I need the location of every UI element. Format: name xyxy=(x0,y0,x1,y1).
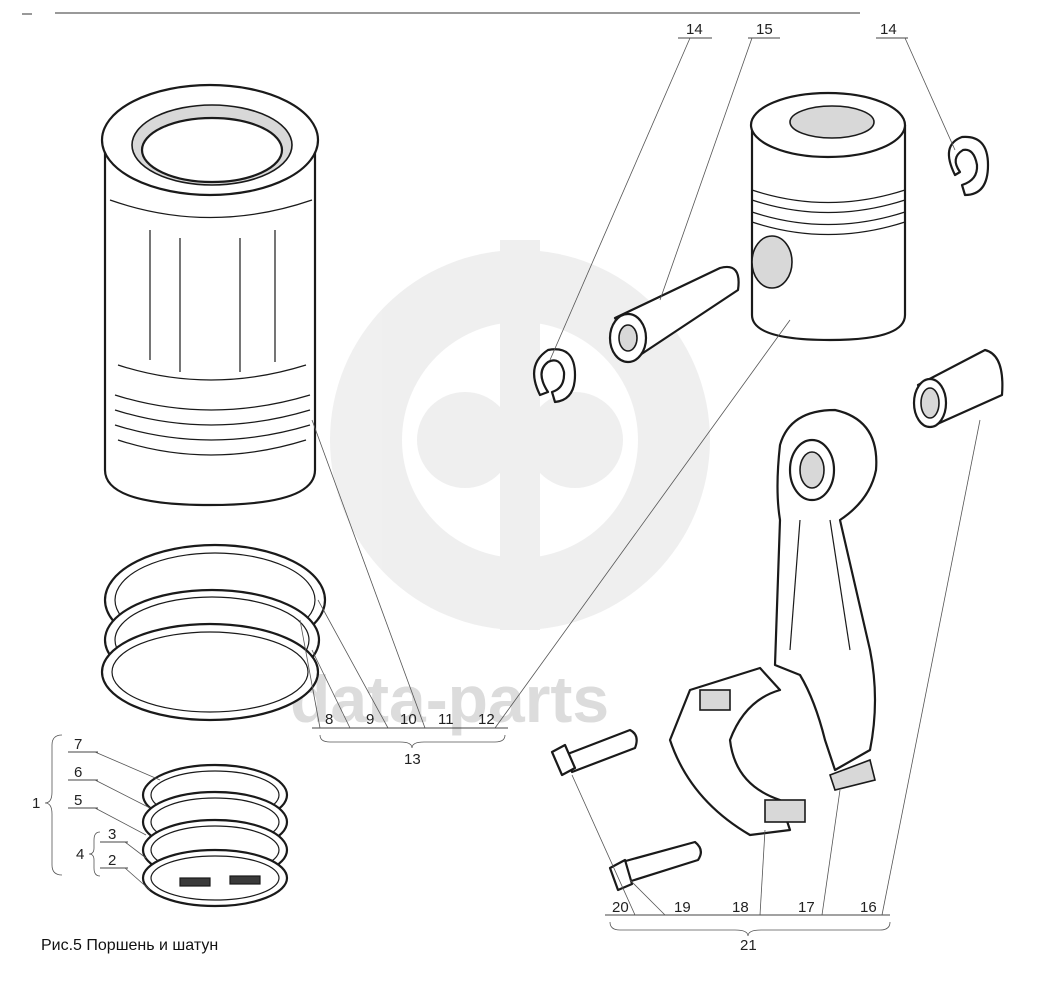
callout-15: 15 xyxy=(756,21,773,38)
callout-11: 11 xyxy=(438,711,454,728)
callout-3: 3 xyxy=(108,826,116,843)
figure-caption: Рис.5 Поршень и шатун xyxy=(41,937,219,954)
cylinder-liner xyxy=(100,83,320,507)
callout-19: 19 xyxy=(674,899,691,916)
piston xyxy=(749,91,907,342)
watermark-logo xyxy=(330,240,710,630)
callout-1: 1 xyxy=(32,795,40,812)
callout-4: 4 xyxy=(76,846,84,863)
circlip-left xyxy=(532,348,577,404)
watermark-text: data-parts xyxy=(290,662,609,736)
callout-8: 8 xyxy=(325,711,333,728)
callout-16: 16 xyxy=(860,899,877,916)
callout-17: 17 xyxy=(798,899,815,916)
bushing xyxy=(912,348,1004,429)
circlip-right xyxy=(947,135,990,197)
callout-14-right: 14 xyxy=(880,21,897,38)
callout-10: 10 xyxy=(400,711,417,728)
connecting-rod xyxy=(668,408,878,837)
callout-9: 9 xyxy=(366,711,374,728)
bolt-19 xyxy=(608,840,702,892)
bolt-20 xyxy=(550,728,638,777)
callout-13: 13 xyxy=(404,751,421,768)
callout-labels: 14 15 14 8 9 10 11 12 13 7 6 5 3 2 1 4 2… xyxy=(32,21,897,954)
callout-7: 7 xyxy=(74,736,82,753)
piston-pin xyxy=(608,265,740,364)
callout-21: 21 xyxy=(740,937,757,954)
liner-seal-rings xyxy=(100,543,327,722)
callout-14-left: 14 xyxy=(686,21,703,38)
callout-18: 18 xyxy=(732,899,749,916)
callout-20: 20 xyxy=(612,899,629,916)
callout-12: 12 xyxy=(478,711,495,728)
piston-rings xyxy=(141,763,289,908)
leader-lines xyxy=(44,37,981,937)
callout-5: 5 xyxy=(74,792,82,809)
callout-6: 6 xyxy=(74,764,82,781)
callout-2: 2 xyxy=(108,852,116,869)
